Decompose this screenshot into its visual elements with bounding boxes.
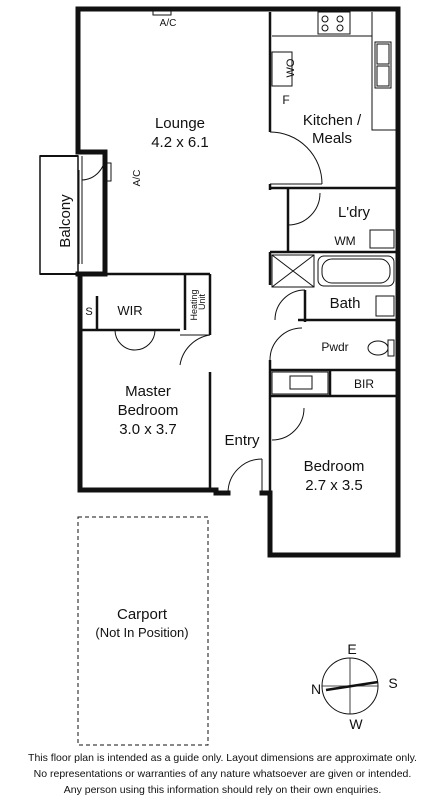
wall-oven-label: WO [285,58,297,77]
compass-e-label: E [347,641,356,657]
compass-s-label: S [388,675,397,691]
powder-fixtures [269,327,395,395]
washing-machine-label: WM [334,234,355,248]
master-label-line1: Master [125,383,171,400]
kitchen-label-line1: Kitchen / [303,112,362,129]
powder-label: Pwdr [321,340,348,354]
kitchen-fixtures [269,11,396,185]
heating-label-line1: Heating [189,289,199,320]
storage-label: S [85,306,92,318]
master-dims: 3.0 x 3.7 [119,421,177,438]
balcony-label: Balcony [57,194,74,248]
bath-label: Bath [330,295,361,312]
laundry-fixtures [287,192,395,249]
floor-plan-drawing: A/C A/C Lounge 4.2 x 6.1 Kitchen / Meals… [39,6,401,746]
compass-n-label: N [311,681,321,697]
interior-walls [80,12,398,493]
bedroom-label: Bedroom [304,458,365,475]
carport-note: (Not In Position) [95,625,188,640]
kitchen-label-line2: Meals [312,130,352,147]
balcony-area [39,155,106,275]
entry-label: Entry [224,432,260,449]
ac-unit-top [152,8,172,16]
bir-label: BIR [354,377,374,391]
disclaimer-line-1: This floor plan is intended as a guide o… [28,752,417,764]
ac-side-label: A/C [132,170,143,187]
compass-w-label: W [349,716,363,732]
windows [75,40,401,540]
disclaimer-line-2: No representations or warranties of any … [33,768,412,780]
heating-label-line2: Unit [197,294,207,311]
lounge-dims: 4.2 x 6.1 [151,134,209,151]
disclaimer: This floor plan is intended as a guide o… [0,750,445,798]
laundry-label: L'dry [338,204,371,221]
lounge-label: Lounge [155,115,205,132]
outer-walls [75,6,401,558]
bedroom-dims: 2.7 x 3.5 [305,477,363,494]
fridge-label: F [282,93,289,107]
carport-outline [77,516,209,746]
compass-rose [321,657,379,715]
master-label-line2: Bedroom [118,402,179,419]
ac-unit-side [104,162,112,182]
ac-top-label: A/C [160,18,177,29]
carport-label: Carport [117,606,168,623]
doors [114,329,305,494]
disclaimer-line-3: Any person using this information should… [63,784,382,796]
bath-fixtures [271,254,395,321]
wir-label: WIR [117,303,142,318]
